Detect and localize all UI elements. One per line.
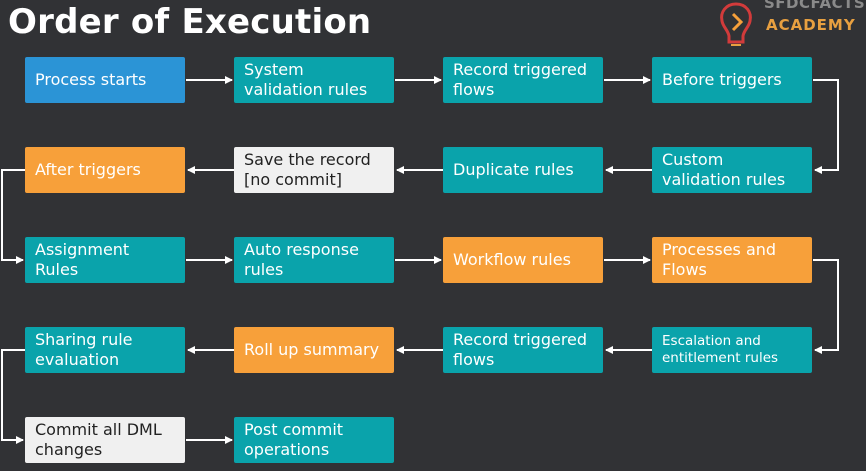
step-process-starts: Process starts bbox=[25, 57, 185, 103]
step-before-triggers: Before triggers bbox=[652, 57, 812, 103]
connector-arrow bbox=[813, 259, 839, 354]
step-custom-validation-rules: Custom validation rules bbox=[652, 147, 812, 193]
step-save-the-record: Save the record [no commit] bbox=[234, 147, 394, 193]
step-system-validation-rules: System validation rules bbox=[234, 57, 394, 103]
connector-arrow bbox=[1, 169, 25, 264]
step-commit-all-dml-changes: Commit all DML changes bbox=[25, 417, 185, 463]
logo-text-top: SFDCFACTS bbox=[764, 0, 866, 12]
step-sharing-rule-evaluation: Sharing rule evaluation bbox=[25, 327, 185, 373]
lightbulb-logo-icon bbox=[720, 2, 752, 46]
step-assignment-rules: Assignment Rules bbox=[25, 237, 185, 283]
logo-text-bottom: ACADEMY bbox=[766, 16, 856, 34]
connector-arrow bbox=[1, 349, 25, 444]
step-duplicate-rules: Duplicate rules bbox=[443, 147, 603, 193]
step-post-commit-operations: Post commit operations bbox=[234, 417, 394, 463]
step-after-triggers: After triggers bbox=[25, 147, 185, 193]
step-workflow-rules: Workflow rules bbox=[443, 237, 603, 283]
connector-arrow bbox=[813, 79, 839, 174]
page-title: Order of Execution bbox=[8, 2, 372, 42]
step-auto-response-rules: Auto response rules bbox=[234, 237, 394, 283]
step-record-triggered-flows-2: Record triggered flows bbox=[443, 327, 603, 373]
step-escalation-and-entitlement-rules: Escalation and entitlement rules bbox=[652, 327, 812, 373]
step-record-triggered-flows: Record triggered flows bbox=[443, 57, 603, 103]
logo: SFDCFACTS ACADEMY bbox=[714, 0, 866, 48]
step-roll-up-summary: Roll up summary bbox=[234, 327, 394, 373]
step-processes-and-flows: Processes and Flows bbox=[652, 237, 812, 283]
